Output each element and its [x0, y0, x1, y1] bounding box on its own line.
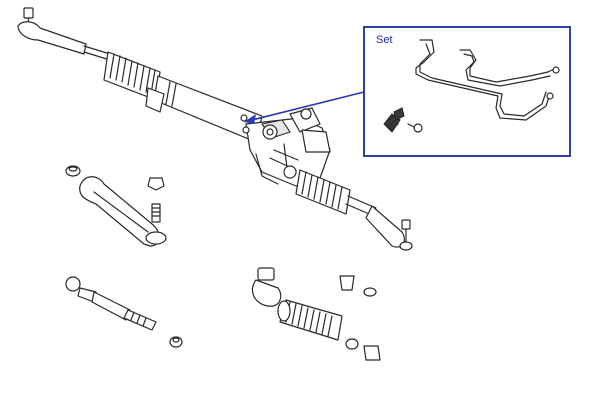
callout-arrow: [244, 91, 365, 124]
outer-tie-rod-end-part: [65, 165, 167, 247]
inner-tie-rod-part: [65, 276, 183, 348]
right-tie-rod-end: [345, 195, 413, 251]
pipe-set-inset: [363, 26, 571, 157]
steering-rack-assembly: [17, 7, 413, 251]
pinion-gear-housing: [240, 107, 331, 187]
inset-border: [363, 26, 571, 157]
fittings-and-seals: [383, 107, 423, 133]
boot-clamp-and-bellows-kit: [251, 267, 381, 361]
left-tie-rod-end: [17, 7, 111, 61]
right-bellows-boot: [295, 169, 351, 215]
rack-housing-tube: [145, 75, 263, 143]
inset-set-label: Set: [376, 34, 393, 46]
hydraulic-pipe-lines: [415, 39, 560, 121]
